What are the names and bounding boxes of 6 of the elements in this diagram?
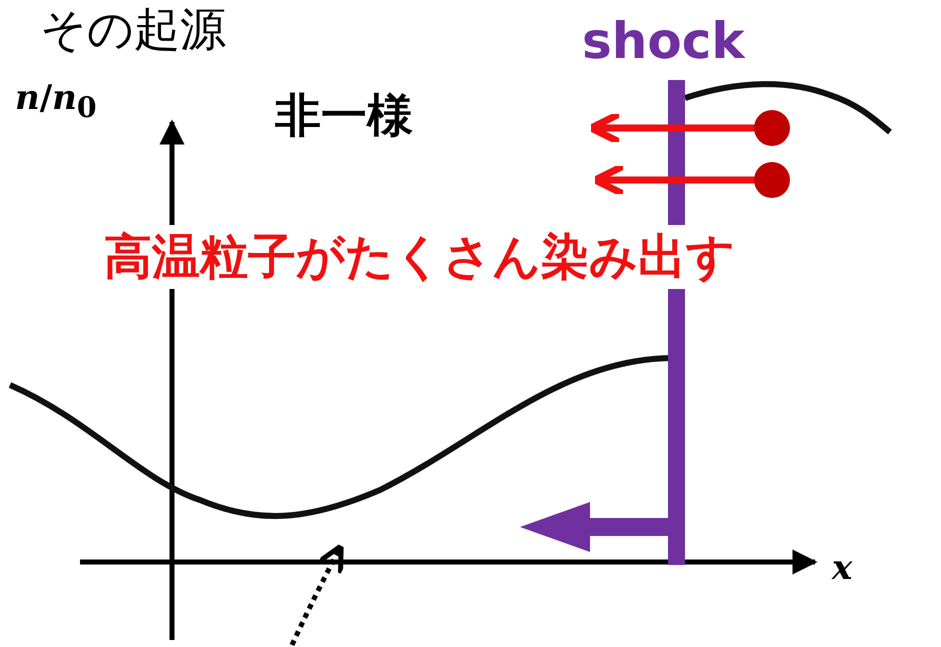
annotation-text: 高温粒子がたくさん染み出す	[104, 225, 735, 289]
region-label: 非一様	[275, 87, 413, 144]
axis-label: n/n$_{0}$	[15, 78, 97, 124]
shock-label: shock	[582, 12, 745, 70]
axis-label: x	[832, 548, 852, 588]
slide-title: その起源	[40, 2, 226, 56]
